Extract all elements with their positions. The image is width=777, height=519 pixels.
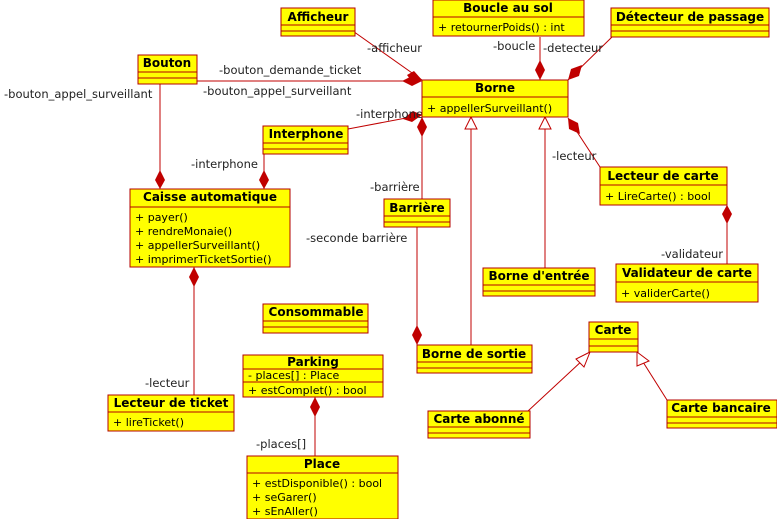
class-caisse-automatique[interactable]: Caisse automatique + payer() + rendreMon… bbox=[129, 188, 291, 268]
diamond-borne-interphone bbox=[403, 111, 422, 122]
label-barriere: -barrière bbox=[370, 180, 420, 194]
label-lecteur-ticket: -lecteur bbox=[145, 376, 190, 390]
diamond-borne-boucle bbox=[535, 60, 545, 80]
class-member: + appellerSurveillant() bbox=[135, 239, 260, 252]
class-validateur-de-carte[interactable]: Validateur de carte + validerCarte() bbox=[615, 263, 759, 303]
class-name: Carte abonné bbox=[433, 412, 524, 426]
class-name: Parking bbox=[287, 355, 339, 369]
class-borne[interactable]: Borne + appellerSurveillant() bbox=[421, 79, 569, 118]
class-carte[interactable]: Carte bbox=[588, 321, 639, 353]
label-interphone-left: -interphone bbox=[191, 157, 258, 171]
diamond-borne-detecteur bbox=[568, 65, 582, 80]
class-member: + payer() bbox=[135, 211, 188, 224]
diamond-caisse-interphone bbox=[259, 170, 269, 189]
class-member: + imprimerTicketSortie() bbox=[135, 253, 272, 266]
diamond-borne-lecteurcarte bbox=[568, 118, 580, 134]
label-bouton-appel-right: -bouton_appel_surveillant bbox=[203, 84, 352, 98]
class-member: + lireTicket() bbox=[113, 416, 184, 429]
class-member: + LireCarte() : bool bbox=[605, 190, 711, 203]
edge-cartebancaire-carte bbox=[642, 361, 668, 401]
edges bbox=[155, 28, 732, 456]
diamond-caisse-lecteurticket bbox=[189, 267, 199, 287]
class-name: Consommable bbox=[269, 305, 364, 319]
diamond-borne-barriere bbox=[417, 117, 427, 137]
label-validateur: -validateur bbox=[661, 247, 723, 261]
class-name: Boucle au sol bbox=[463, 1, 553, 15]
class-bouton[interactable]: Bouton bbox=[137, 54, 198, 85]
arrow-cartebancaire-carte bbox=[636, 351, 650, 367]
class-name: Caisse automatique bbox=[143, 190, 277, 204]
class-name: Barrière bbox=[389, 201, 444, 215]
class-afficheur[interactable]: Afficheur bbox=[280, 7, 356, 37]
label-boucle: -boucle bbox=[493, 39, 535, 53]
label-bouton-appel-left: -bouton_appel_surveillant bbox=[4, 87, 153, 101]
class-name: Carte bancaire bbox=[671, 401, 771, 415]
class-borne-de-sortie[interactable]: Borne de sortie bbox=[416, 344, 533, 374]
class-place[interactable]: Place + estDisponible() : bool + seGarer… bbox=[246, 455, 399, 519]
class-name: Interphone bbox=[269, 127, 344, 141]
arrow-bornesortie-borne bbox=[464, 115, 478, 130]
diamond-lecteurcarte-validateur bbox=[722, 205, 732, 224]
class-name: Borne bbox=[475, 81, 515, 95]
association-labels: -afficheur -boucle -detecteur -bouton_de… bbox=[4, 39, 723, 451]
class-name: Carte bbox=[595, 323, 632, 337]
class-member: + estDisponible() : bool bbox=[252, 477, 382, 490]
class-name: Borne de sortie bbox=[422, 347, 526, 361]
arrow-carteabonne-carte bbox=[575, 350, 591, 368]
label-detecteur: -detecteur bbox=[543, 41, 603, 55]
class-name: Borne d'entrée bbox=[488, 269, 589, 283]
class-member: + retournerPoids() : int bbox=[438, 21, 565, 34]
diamond-caisse-bouton bbox=[155, 170, 165, 189]
class-detecteur-de-passage[interactable]: Détecteur de passage bbox=[610, 7, 770, 38]
class-borne-dentree[interactable]: Borne d'entrée bbox=[482, 267, 596, 297]
class-barriere[interactable]: Barrière bbox=[383, 198, 451, 228]
class-name: Validateur de carte bbox=[622, 266, 752, 280]
class-member: + rendreMonaie() bbox=[135, 225, 232, 238]
class-name: Bouton bbox=[143, 56, 191, 70]
class-carte-bancaire[interactable]: Carte bancaire bbox=[666, 399, 777, 429]
class-consommable[interactable]: Consommable bbox=[262, 303, 369, 334]
class-name: Lecteur de carte bbox=[607, 169, 718, 183]
diamond-bornesortie-barriere bbox=[412, 325, 422, 345]
class-member: + sEnAller() bbox=[252, 505, 318, 518]
label-places: -places[] bbox=[256, 437, 306, 451]
label-bouton-demande-ticket: -bouton_demande_ticket bbox=[219, 63, 362, 77]
class-carte-abonne[interactable]: Carte abonné bbox=[427, 410, 531, 439]
edge-carteabonne-carte bbox=[527, 358, 585, 412]
class-boucle-au-sol[interactable]: Boucle au sol + retournerPoids() : int bbox=[432, 0, 585, 37]
diamond-parking-place bbox=[310, 397, 320, 417]
edge-afficheur-borne bbox=[349, 28, 423, 81]
label-interphone-top: -interphone bbox=[356, 107, 423, 121]
class-member: + validerCarte() bbox=[621, 287, 710, 300]
diamond-borne-bouton bbox=[402, 76, 422, 86]
label-seconde-barriere: -seconde barrière bbox=[306, 231, 407, 245]
class-lecteur-de-ticket[interactable]: Lecteur de ticket + lireTicket() bbox=[107, 394, 235, 432]
class-name: Place bbox=[304, 457, 340, 471]
class-interphone[interactable]: Interphone bbox=[262, 125, 349, 155]
label-afficheur: -afficheur bbox=[367, 41, 422, 55]
class-name: Détecteur de passage bbox=[616, 10, 764, 24]
class-attribute: - places[] : Place bbox=[248, 369, 340, 382]
class-member: + seGarer() bbox=[252, 491, 317, 504]
class-name: Afficheur bbox=[288, 10, 349, 24]
arrow-borneentree-borne bbox=[538, 115, 552, 130]
class-member: + appellerSurveillant() bbox=[427, 102, 552, 115]
class-member: + estComplet() : bool bbox=[248, 384, 367, 397]
class-lecteur-de-carte[interactable]: Lecteur de carte + LireCarte() : bool bbox=[599, 166, 728, 206]
label-lecteur-carte: -lecteur bbox=[552, 149, 597, 163]
class-parking[interactable]: Parking - places[] : Place + estComplet(… bbox=[242, 354, 384, 398]
class-name: Lecteur de ticket bbox=[114, 396, 229, 410]
